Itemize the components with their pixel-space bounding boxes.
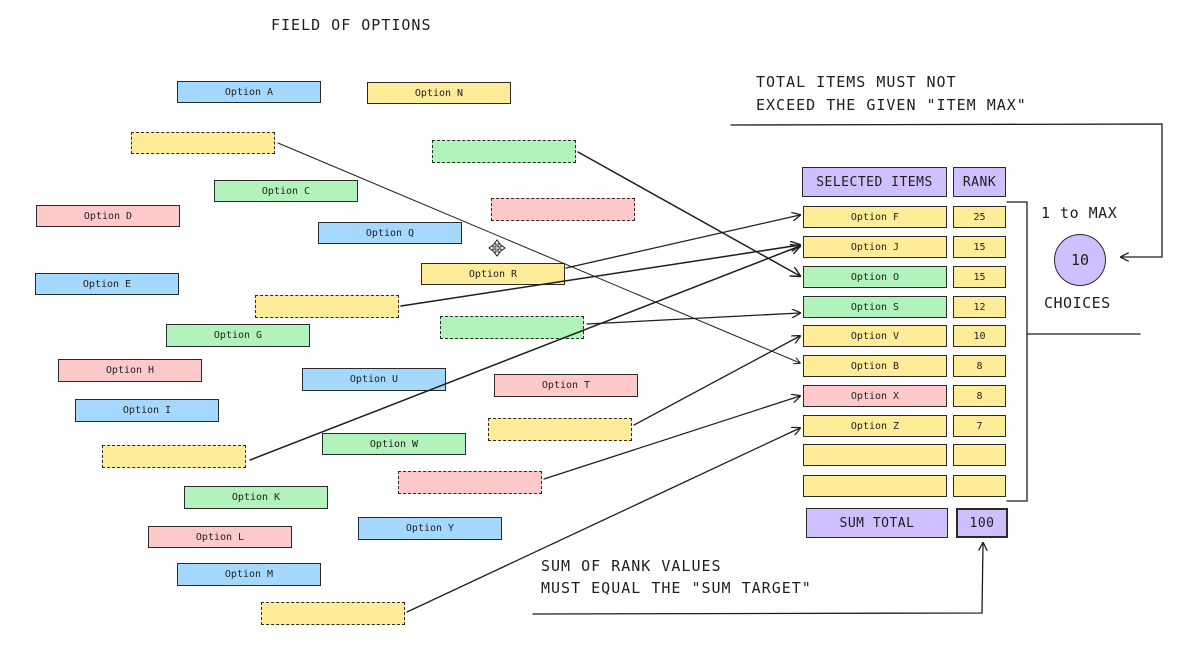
selected-item[interactable]: Option J [803,236,947,258]
choices-label: CHOICES [1044,294,1111,312]
connector-arrow [565,215,800,269]
option-m[interactable]: Option M [177,563,321,586]
rank-value[interactable]: 7 [953,415,1006,437]
option-g[interactable]: Option G [166,324,310,347]
selected-item-empty[interactable] [803,444,947,466]
rank-value[interactable]: 8 [953,355,1006,377]
selected-item[interactable]: Option S [803,296,947,318]
connector-arrow [277,142,800,363]
move-cursor-icon [488,239,506,257]
option-q[interactable]: Option Q [318,222,462,244]
option-slot-empty[interactable] [432,140,576,163]
table-bracket [1006,201,1028,502]
sum-total-label: SUM TOTAL [806,508,948,538]
option-c[interactable]: Option C [214,180,358,202]
option-slot-empty[interactable] [491,198,635,221]
sum-note-line1: SUM OF RANK VALUES [541,557,722,575]
rank-value-empty[interactable] [953,475,1006,497]
selected-item[interactable]: Option B [803,355,947,377]
connector-arrow [577,151,800,276]
connector-arrow [543,396,800,480]
item-max-arrow [730,123,1163,257]
option-slot-empty[interactable] [440,316,584,339]
connector-arrow [633,336,800,426]
selected-items-header: SELECTED ITEMS [802,167,947,197]
connector-arrow [400,245,800,307]
selected-item[interactable]: Option F [803,206,947,228]
rank-value[interactable]: 8 [953,385,1006,407]
connector-arrow [249,246,800,461]
option-slot-empty[interactable] [488,418,632,441]
option-w[interactable]: Option W [322,433,466,455]
option-t[interactable]: Option T [494,374,638,397]
option-a[interactable]: Option A [177,81,321,103]
sum-total-value: 100 [956,508,1008,538]
option-h[interactable]: Option H [58,359,202,382]
option-slot-empty[interactable] [131,132,275,154]
rank-value-empty[interactable] [953,444,1006,466]
item-max-note-line2: EXCEED THE GIVEN "ITEM MAX" [756,96,1027,114]
rank-value[interactable]: 15 [953,266,1006,288]
selected-item[interactable]: Option O [803,266,947,288]
option-d[interactable]: Option D [36,205,180,227]
rank-value[interactable]: 15 [953,236,1006,258]
sum-target-arrow [532,543,983,615]
option-y[interactable]: Option Y [358,517,502,540]
page-title: FIELD OF OPTIONS [271,16,432,34]
option-slot-empty[interactable] [255,295,399,318]
rank-value[interactable]: 25 [953,206,1006,228]
option-r[interactable]: Option R [421,263,565,285]
rank-header: RANK [953,167,1006,197]
option-slot-empty[interactable] [261,602,405,625]
selected-item[interactable]: Option V [803,325,947,347]
sum-note-line2: MUST EQUAL THE "SUM TARGET" [541,579,812,597]
connector-arrow [586,313,800,325]
option-k[interactable]: Option K [184,486,328,509]
option-l[interactable]: Option L [148,526,292,548]
range-label: 1 to MAX [1041,204,1118,222]
max-choices-badge: 10 [1054,234,1106,286]
selected-item-empty[interactable] [803,475,947,497]
option-n[interactable]: Option N [367,82,511,104]
item-max-note-line1: TOTAL ITEMS MUST NOT [756,73,957,91]
selected-item[interactable]: Option Z [803,415,947,437]
rank-value[interactable]: 12 [953,296,1006,318]
option-e[interactable]: Option E [35,273,179,295]
rank-value[interactable]: 10 [953,325,1006,347]
option-slot-empty[interactable] [398,471,542,494]
option-u[interactable]: Option U [302,368,446,391]
selected-item[interactable]: Option X [803,385,947,407]
option-i[interactable]: Option I [75,399,219,422]
option-slot-empty[interactable] [102,445,246,468]
connector-arrow [406,428,800,613]
